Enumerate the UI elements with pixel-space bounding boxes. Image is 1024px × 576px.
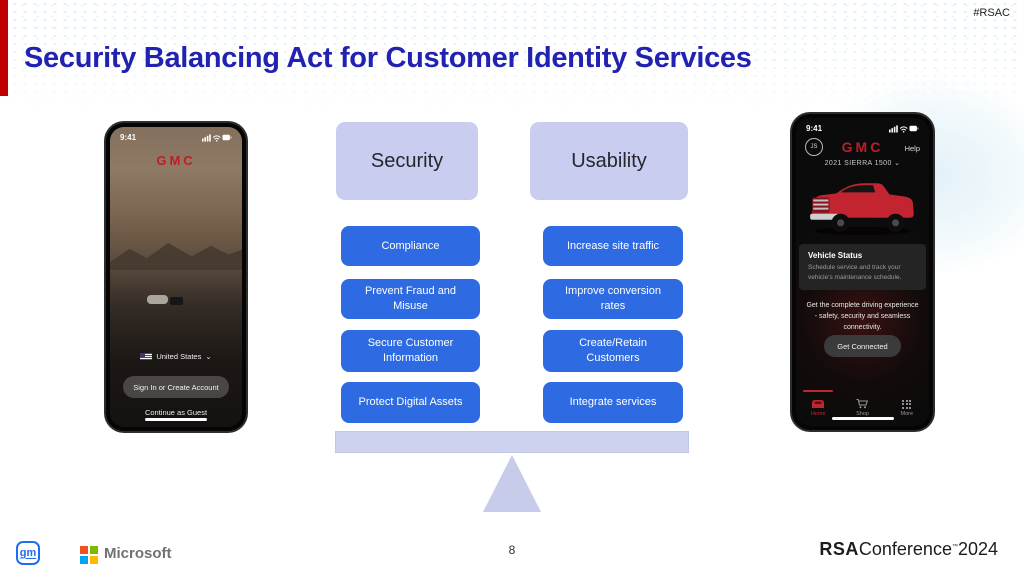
status-bar: 9:41 [110,133,242,142]
tab-home-label: Home [810,411,826,417]
status-icons [889,125,919,133]
usability-item-increase-traffic: Increase site traffic [543,226,683,266]
rsa-logo-year: 2024 [957,539,998,559]
balance-beam [335,431,689,453]
gmc-logo: GMC [156,153,196,168]
gm-logo: gm [16,541,40,565]
battery-icon [909,125,919,132]
vehicle-status-description: Schedule service and track your vehicle'… [808,264,902,281]
gm-logo-text: gm [19,546,37,559]
page-title: Security Balancing Act for Customer Iden… [24,42,752,74]
tab-home[interactable]: Home [796,390,840,424]
cart-icon [856,399,869,409]
bottom-tab-bar: Home Shop More [796,390,929,424]
truck-icon [812,400,825,408]
security-item-prevent-fraud: Prevent Fraud and Misuse [341,279,480,319]
security-header-box: Security [336,122,478,200]
microsoft-wordmark: Microsoft [104,545,172,562]
vehicle-status-title: Vehicle Status [808,251,863,260]
signal-icon [202,134,211,142]
clock: 9:41 [806,124,823,133]
security-item-protect-digital-assets: Protect Digital Assets [341,382,480,423]
clock: 9:41 [120,133,137,142]
us-flag-icon [140,353,153,360]
phone-mockup-signin: 9:41 GMC United States ⌄ Sign In or Crea… [104,121,248,433]
usability-item-conversion-rates: Improve conversion rates [543,279,683,319]
home-indicator [831,416,894,420]
usability-header-box: Usability [530,122,688,200]
tab-shop[interactable]: Shop [840,392,884,424]
app-home-screen: 9:41 JS GMC Help 2021 SIERRA 1500 ⌄ [796,118,929,426]
avatar[interactable]: JS [805,138,823,156]
signin-screen: 9:41 GMC United States ⌄ Sign In or Crea… [110,127,242,427]
microsoft-logo-icon [80,546,98,564]
get-connected-button[interactable]: Get Connected [824,335,901,357]
chevron-down-icon: ⌄ [205,352,212,361]
vehicle-selector[interactable]: 2021 SIERRA 1500 ⌄ [796,159,929,167]
wifi-icon [212,135,221,142]
battery-icon [222,134,232,141]
country-selector[interactable]: United States ⌄ [110,352,242,361]
red-truck-image [809,183,914,236]
home-indicator [145,417,207,421]
rsa-conference-logo: RSAConference™2024 [819,539,998,560]
mountain-silhouette [110,242,242,270]
trailer-graphic [147,295,168,304]
tab-shop-label: Shop [856,411,869,417]
phone-mockup-home: 9:41 JS GMC Help 2021 SIERRA 1500 ⌄ [790,112,935,432]
desert-scene-background [110,127,242,427]
truck-graphic [170,297,183,305]
vehicle-name-label: 2021 SIERRA 1500 [824,160,892,167]
security-item-secure-customer-info: Secure Customer Information [341,330,480,372]
status-bar: 9:41 [796,124,929,133]
country-label: United States [156,352,202,361]
help-link[interactable]: Help [904,144,920,153]
wifi-icon [899,126,908,133]
status-icons [202,134,232,142]
continue-as-guest-link[interactable]: Continue as Guest [144,408,208,417]
trademark-icon: ™ [951,544,958,550]
active-tab-indicator [803,390,834,392]
rsa-logo-bold: RSA [819,539,859,559]
rsac-hashtag: #RSAC [973,7,1010,19]
accent-red-bar [0,0,8,96]
balance-fulcrum-triangle [483,455,541,512]
tab-more[interactable]: More [885,392,929,424]
gmc-logo: GMC [841,139,884,155]
usability-item-create-retain-customers: Create/Retain Customers [543,330,683,372]
more-grid-icon [902,399,912,409]
promo-text: Get the complete driving experience - sa… [806,302,919,331]
sign-in-button[interactable]: Sign In or Create Account [123,376,229,398]
tab-more-label: More [900,410,914,417]
security-item-compliance: Compliance [341,226,480,266]
rsa-logo-conference: Conference [858,539,952,559]
chevron-down-icon: ⌄ [894,160,901,167]
usability-item-integrate-services: Integrate services [543,382,683,423]
vehicle-status-card[interactable]: Vehicle Status Schedule service and trac… [799,244,926,290]
signal-icon [889,125,898,133]
page-number: 8 [508,543,516,557]
